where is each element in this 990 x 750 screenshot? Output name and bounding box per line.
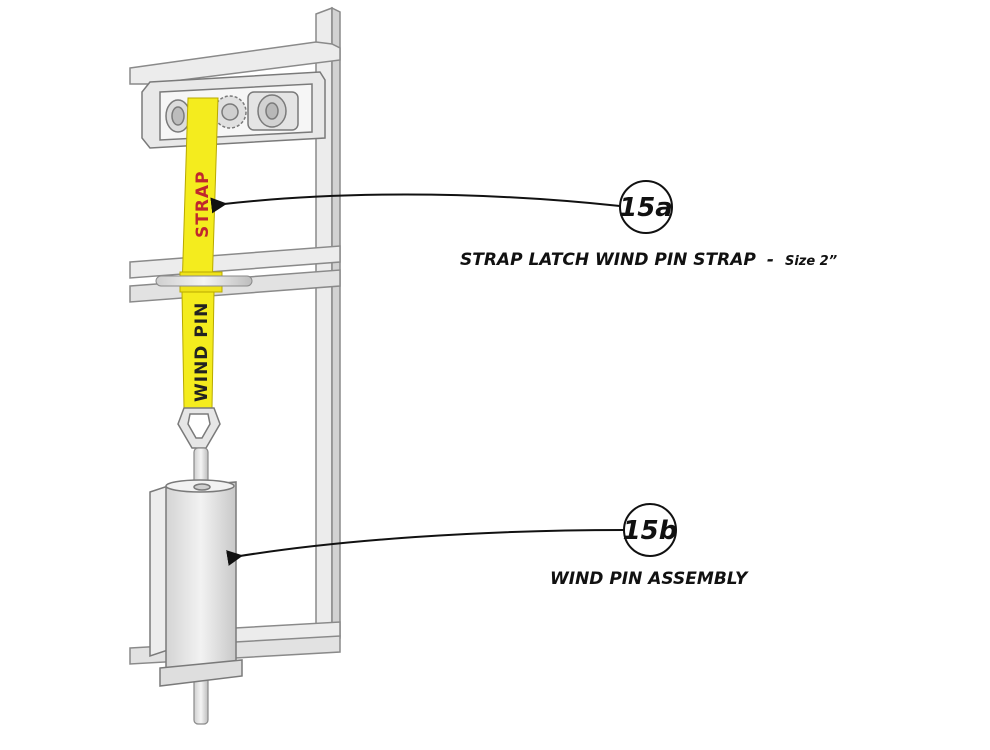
winch-mechanism	[141, 71, 326, 149]
callout-15b: 15b WIND PIN ASSEMBLY	[226, 503, 749, 589]
callout-15b-number: 15b	[623, 516, 678, 546]
wind-pin-housing	[149, 479, 243, 687]
callout-15a-separator: -	[761, 250, 780, 270]
callout-15b-label: WIND PIN ASSEMBLY	[550, 569, 749, 589]
strap-buckle	[177, 407, 221, 449]
callout-15b-leader	[226, 529, 625, 566]
callout-15a-label: STRAP LATCH WIND PIN STRAP	[460, 250, 756, 270]
strap-pin	[155, 275, 253, 287]
callout-15a-leader	[210, 193, 621, 214]
strap-label-top: STRAP	[193, 170, 213, 238]
callout-15a-caption: STRAP LATCH WIND PIN STRAP - Size 2”	[460, 250, 837, 270]
strap: STRAP WIND PIN	[155, 97, 253, 409]
strap-label-bottom: WIND PIN	[192, 302, 212, 402]
callout-15a-number: 15a	[619, 193, 673, 223]
top-rail	[129, 41, 341, 85]
callout-15a: 15a STRAP LATCH WIND PIN STRAP - Size 2”	[210, 180, 837, 270]
callout-15a-size: Size 2”	[785, 254, 837, 269]
callout-15a-bubble	[619, 180, 673, 234]
callout-15b-bubble	[623, 503, 677, 557]
